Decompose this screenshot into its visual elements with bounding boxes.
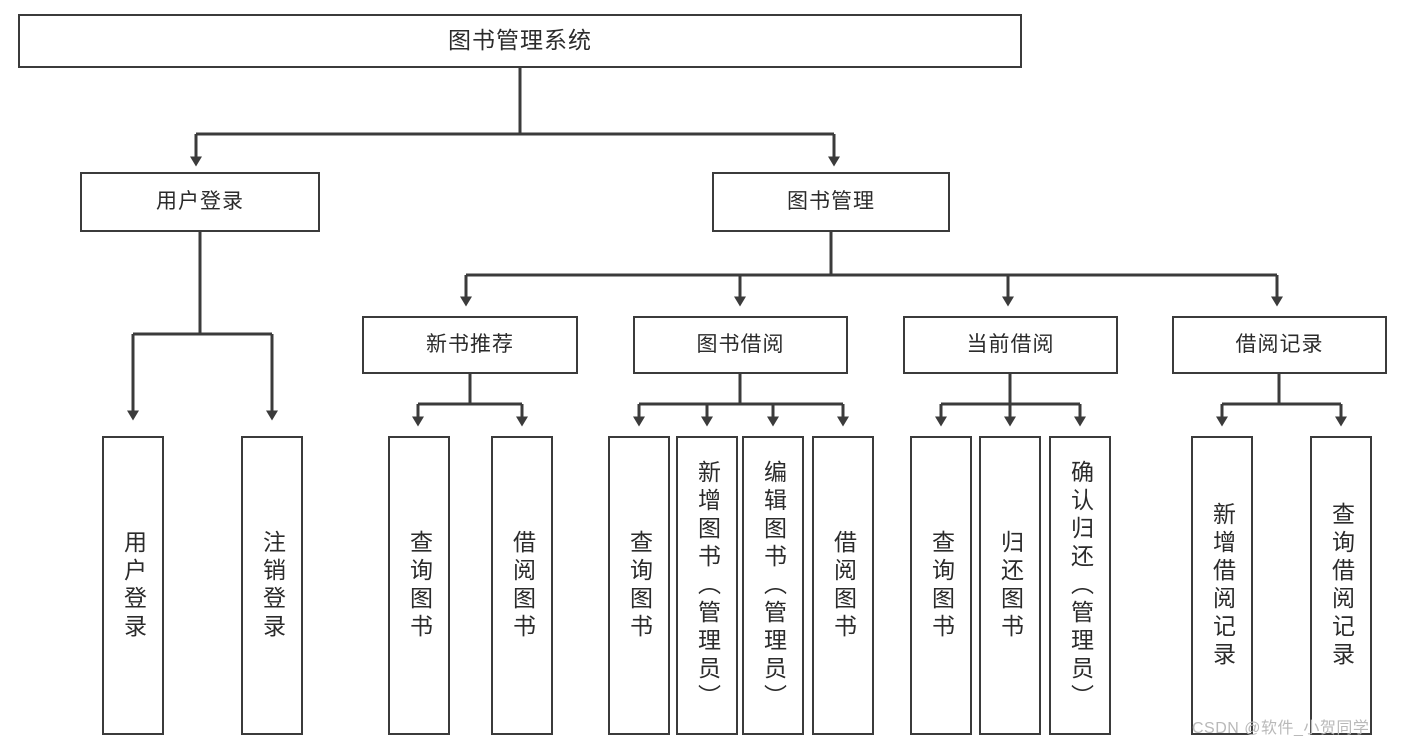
node-label: 借阅记录 bbox=[1235, 332, 1324, 356]
node-label: 新增图书（管理员） bbox=[694, 459, 721, 712]
node-label: 当前借阅 bbox=[966, 332, 1055, 356]
node-label: 查询图书 bbox=[626, 529, 653, 642]
node-new-book-recommend[interactable]: 新书推荐 bbox=[362, 316, 578, 374]
leaf-logout[interactable]: 注销登录 bbox=[241, 436, 303, 735]
leaf-add-borrow-record[interactable]: 新增借阅记录 bbox=[1191, 436, 1253, 735]
node-label: 归还图书 bbox=[997, 529, 1024, 642]
node-label: 用户登录 bbox=[120, 529, 147, 642]
node-label: 注销登录 bbox=[259, 529, 286, 642]
node-label: 编辑图书（管理员） bbox=[760, 459, 787, 712]
node-current-borrow[interactable]: 当前借阅 bbox=[903, 316, 1118, 374]
node-label: 查询借阅记录 bbox=[1328, 501, 1355, 670]
node-label: 用户登录 bbox=[156, 189, 244, 213]
node-label: 查询图书 bbox=[928, 529, 955, 642]
node-label: 图书管理系统 bbox=[448, 27, 592, 54]
leaf-query-book-current[interactable]: 查询图书 bbox=[910, 436, 972, 735]
leaf-borrow-book-newbook[interactable]: 借阅图书 bbox=[491, 436, 553, 735]
leaf-query-borrow-record[interactable]: 查询借阅记录 bbox=[1310, 436, 1372, 735]
leaf-borrow-book[interactable]: 借阅图书 bbox=[812, 436, 874, 735]
node-label: 图书管理 bbox=[787, 189, 875, 213]
node-label: 借阅图书 bbox=[509, 529, 536, 642]
node-borrow-record[interactable]: 借阅记录 bbox=[1172, 316, 1387, 374]
leaf-confirm-return-admin[interactable]: 确认归还（管理员） bbox=[1049, 436, 1111, 735]
node-user-login[interactable]: 用户登录 bbox=[80, 172, 320, 232]
leaf-edit-book-admin[interactable]: 编辑图书（管理员） bbox=[742, 436, 804, 735]
node-book-borrow[interactable]: 图书借阅 bbox=[633, 316, 848, 374]
watermark-text: CSDN @软件_小贺同学 bbox=[1192, 720, 1370, 737]
node-label: 新书推荐 bbox=[426, 332, 514, 356]
leaf-query-book-newbook[interactable]: 查询图书 bbox=[388, 436, 450, 735]
node-root-system[interactable]: 图书管理系统 bbox=[18, 14, 1022, 68]
leaf-return-book[interactable]: 归还图书 bbox=[979, 436, 1041, 735]
node-book-management[interactable]: 图书管理 bbox=[712, 172, 950, 232]
node-label: 新增借阅记录 bbox=[1209, 501, 1236, 670]
node-label: 查询图书 bbox=[406, 529, 433, 642]
leaf-query-book[interactable]: 查询图书 bbox=[608, 436, 670, 735]
node-label: 确认归还（管理员） bbox=[1067, 459, 1094, 712]
leaf-user-login[interactable]: 用户登录 bbox=[102, 436, 164, 735]
node-label: 借阅图书 bbox=[830, 529, 857, 642]
node-label: 图书借阅 bbox=[696, 332, 785, 356]
leaf-add-book-admin[interactable]: 新增图书（管理员） bbox=[676, 436, 738, 735]
